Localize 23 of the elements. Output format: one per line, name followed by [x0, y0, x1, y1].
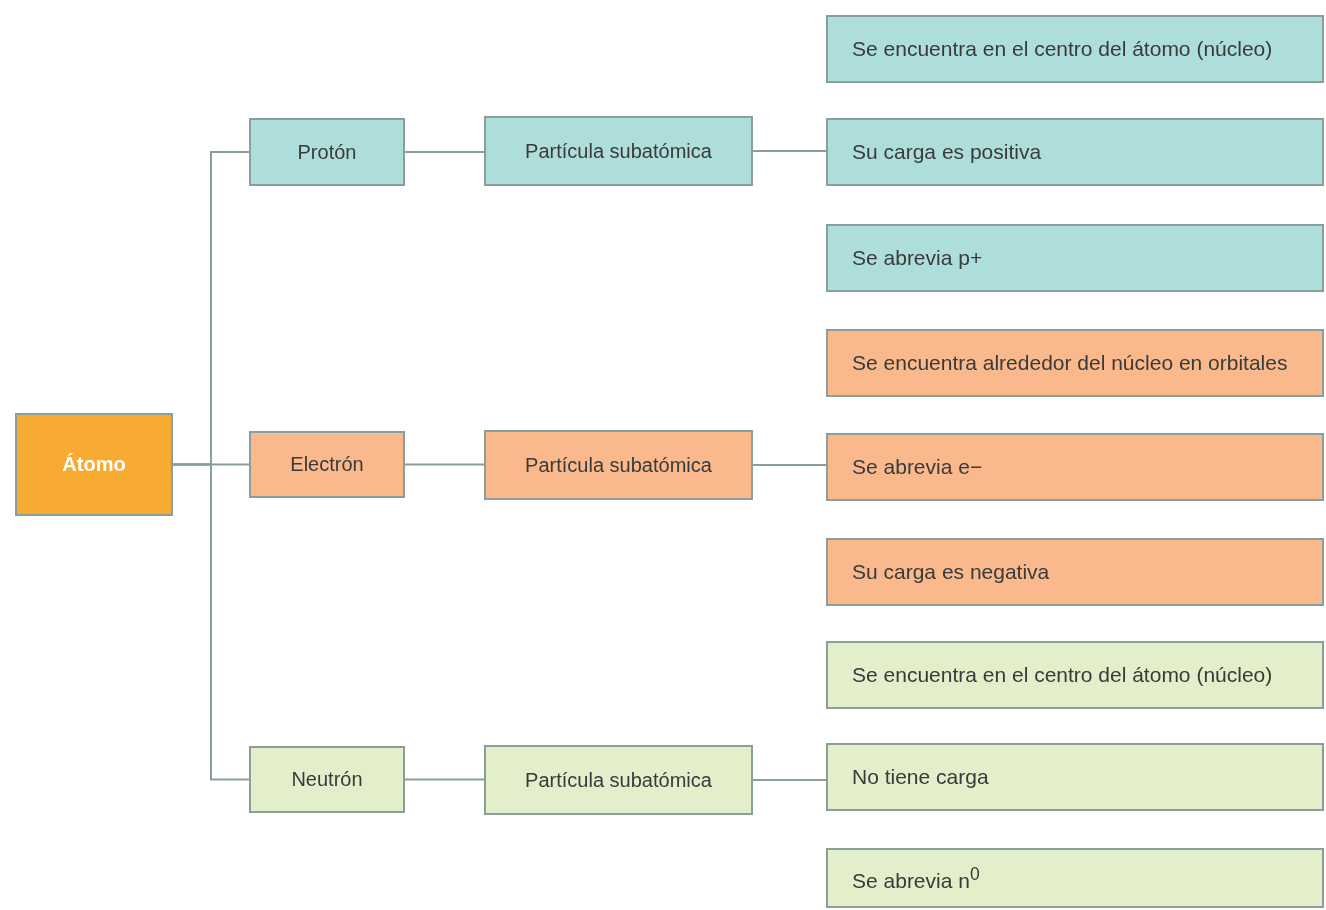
concept-box: Partícula subatómica: [484, 745, 753, 815]
fact-box: Su carga es negativa: [826, 538, 1324, 606]
connector-line: [172, 463, 250, 781]
concept-box: Partícula subatómica: [484, 116, 753, 186]
fact-box: Se abrevia p+: [826, 224, 1324, 292]
fact-box: Se encuentra en el centro del átomo (núcleo): [826, 15, 1324, 83]
fact-box: Se encuentra alrededor del núcleo en orbitales: [826, 329, 1324, 397]
concept-box: Electrón: [249, 431, 405, 498]
concept-box: Neutrón: [249, 746, 405, 813]
connector-line: [404, 463, 485, 466]
connector-line: [752, 779, 827, 781]
fact-box: Se abrevia e−: [826, 433, 1324, 501]
connector-line: [404, 151, 485, 153]
connector-line: [404, 778, 485, 781]
fact-box: No tiene carga: [826, 743, 1324, 811]
fact-box: Su carga es positiva: [826, 118, 1324, 186]
root-box: Átomo: [15, 413, 173, 516]
connector-line: [752, 150, 827, 152]
fact-box: Se abrevia n$^{0}$: [826, 848, 1324, 908]
connector-line: [752, 464, 827, 466]
concept-box: Partícula subatómica: [484, 430, 753, 500]
fact-box: Se encuentra en el centro del átomo (núcleo): [826, 641, 1324, 709]
concept-box: Protón: [249, 118, 405, 186]
